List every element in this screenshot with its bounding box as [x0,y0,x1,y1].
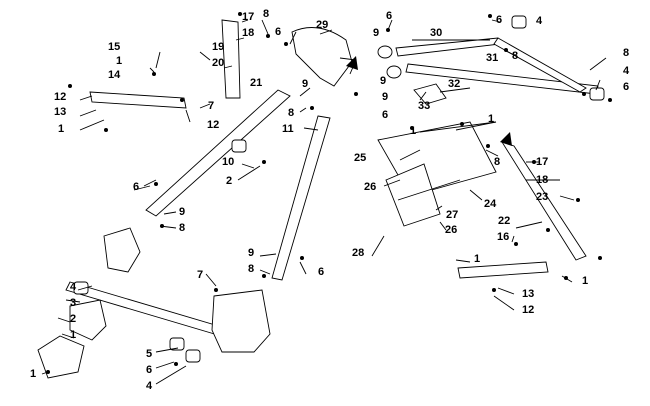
callout-18: 18 [242,27,255,39]
callout-11: 11 [282,123,294,135]
callout-29: 29 [316,19,329,31]
callout-8: 8 [512,50,519,62]
callout-21: 21 [250,77,263,89]
callout-17: 17 [242,11,255,23]
callout-6: 6 [382,109,389,121]
callout-12: 12 [54,91,67,103]
callout-8: 8 [248,263,255,275]
callout-6: 6 [496,14,503,26]
callout-18: 18 [536,174,549,186]
callout-13: 13 [522,288,535,300]
callout-22: 22 [498,215,511,227]
callout-2: 2 [226,175,233,187]
callout-7: 7 [208,100,215,112]
callout-26: 26 [364,181,377,193]
callout-6: 6 [318,266,325,278]
callout-3: 3 [70,297,77,309]
callout-12: 12 [522,304,535,316]
callout-5: 5 [146,348,153,360]
callout-4: 4 [70,281,77,293]
callout-4: 4 [623,65,630,77]
callout-1: 1 [116,55,123,67]
callout-24: 24 [484,198,497,210]
callout-9: 9 [380,75,387,87]
callout-26: 26 [445,224,458,236]
callout-25: 25 [354,152,367,164]
callout-1: 1 [474,253,481,265]
callout-8: 8 [179,222,186,234]
callout-7: 7 [197,269,204,281]
callout-16: 16 [497,231,510,243]
callout-30: 30 [430,27,443,39]
callout-31: 31 [486,52,499,64]
callout-6: 6 [386,10,393,22]
callout-1: 1 [410,125,417,137]
callout-8: 8 [288,107,295,119]
callout-4: 4 [536,15,543,27]
callout-1: 1 [582,275,589,287]
callout-20: 20 [212,57,225,69]
callout-1: 1 [30,368,37,380]
callout-4: 4 [146,380,153,392]
callout-32: 32 [448,78,461,90]
callout-17: 17 [536,156,549,168]
callout-28: 28 [352,247,365,259]
callout-19: 19 [212,41,225,53]
callout-10: 10 [222,156,235,168]
callout-23: 23 [536,191,549,203]
callout-2: 2 [70,313,77,325]
callout-9: 9 [382,91,389,103]
callout-6: 6 [275,26,282,38]
callout-12: 12 [207,119,220,131]
callout-9: 9 [373,27,380,39]
callout-33: 33 [418,100,431,112]
callout-9: 9 [179,206,186,218]
callout-9: 9 [248,247,255,259]
callout-27: 27 [446,209,459,221]
callout-6: 6 [146,364,153,376]
callout-1: 1 [58,123,65,135]
callout-6: 6 [623,81,630,93]
callout-14: 14 [108,69,121,81]
callout-8: 8 [494,156,501,168]
callout-15: 15 [108,41,121,53]
callout-8: 8 [623,47,630,59]
callout-6: 6 [133,181,140,193]
callout-1: 1 [488,113,495,125]
callout-9: 9 [302,78,309,90]
callout-1: 1 [70,329,77,341]
callout-8: 8 [263,8,270,20]
callout-13: 13 [54,106,67,118]
